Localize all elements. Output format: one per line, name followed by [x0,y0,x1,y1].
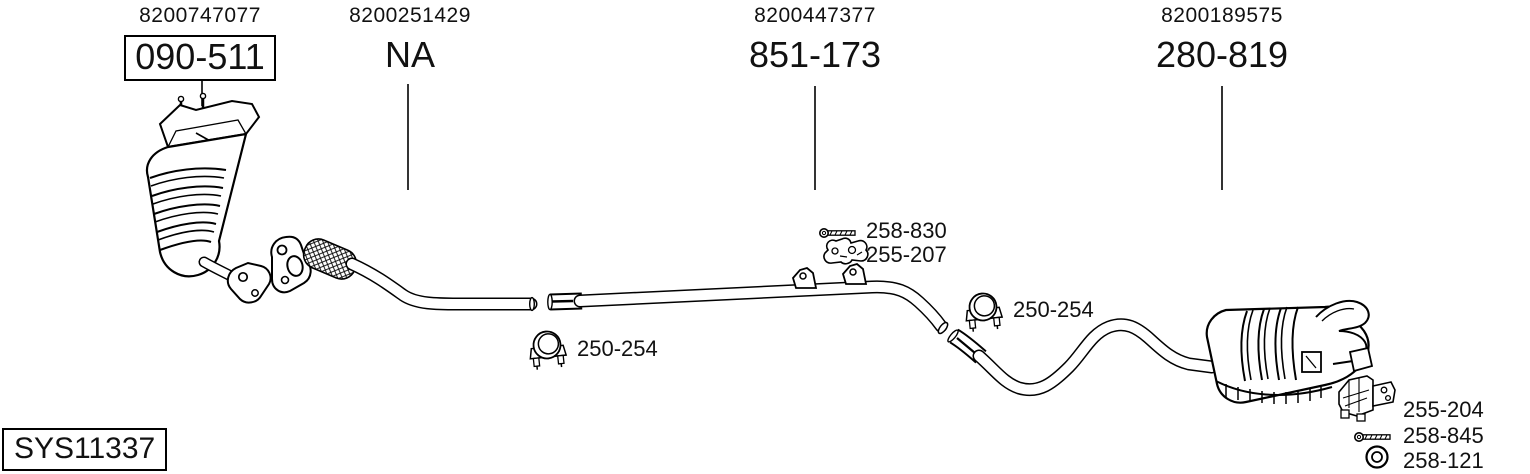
system-id-label: SYS11337 [2,428,168,471]
oe-number-label: 8200747077 [139,4,261,27]
catalytic-converter-drawing [145,92,272,304]
oe-number-label: 8200447377 [754,4,876,27]
part-code: 090-511 [80,35,320,81]
part-label-column: 8200189575 280-819 [1102,4,1342,75]
hardware-code-label: 250-254 [1013,297,1094,322]
ring-gasket-icon [1365,445,1389,469]
pipe-hanger-bracket [842,263,867,285]
part-label-column: 8200747077 090-511 [80,4,320,81]
clamp-icon [962,290,1005,334]
front-pipe-drawing [270,235,538,312]
mount-bracket-icon [1338,375,1396,422]
rubber-mount-icon [823,237,869,265]
leader-lines [201,80,1223,190]
part-code: NA [384,34,435,76]
bolt-icon [1354,431,1391,443]
part-label-column: 8200447377 851-173 [695,4,935,75]
hardware-code-label: 258-121 [1403,448,1484,473]
bolt-icon [818,228,856,238]
hardware-code-label: 258-845 [1403,423,1484,448]
hardware-code-label: 255-204 [1403,397,1484,422]
oe-number-label: 8200251429 [349,4,471,27]
hardware-code-label: 258-830 [866,218,947,243]
pipe-hanger-bracket [792,267,817,289]
muffler-drawing [1205,299,1374,404]
hardware-code-label: 255-207 [866,242,947,267]
pipe-open-end [529,296,536,312]
part-code: 851-173 [748,34,882,76]
part-code: 280-819 [1155,34,1289,76]
oe-number-label: 8200189575 [1161,4,1283,27]
pipe-open-end [937,321,949,335]
part-label-column: 8200251429 NA [290,4,530,75]
center-pipe-drawing [547,263,949,335]
hardware-code-label: 250-254 [577,336,658,361]
clamp-icon [526,328,569,372]
rear-pipe-drawing [947,318,1219,396]
part-code-box: 090-511 [124,35,276,81]
